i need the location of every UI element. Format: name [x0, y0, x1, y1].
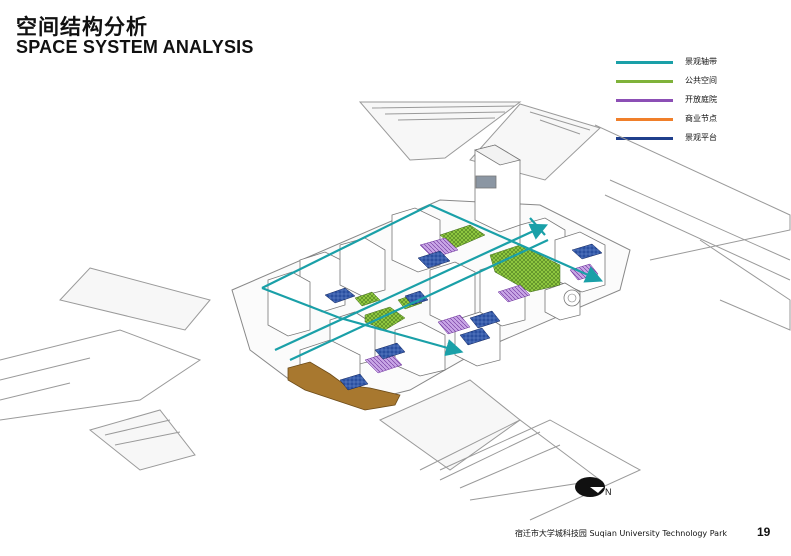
legend-label-landscape-axis: 景观轴带 — [685, 57, 717, 66]
legend: 景观轴带 公共空间 开放庭院 商业节点 景观平台 — [616, 56, 756, 151]
legend-item-open-courtyard: 开放庭院 — [616, 94, 756, 113]
page-number: 19 — [757, 525, 771, 539]
legend-item-commercial-node: 商业节点 — [616, 113, 756, 132]
legend-swatch-open-courtyard — [616, 99, 673, 102]
landscape-axes — [261, 203, 604, 361]
legend-swatch-landscape-platform — [616, 137, 673, 140]
circular-plaza-inner — [567, 293, 577, 303]
legend-label-commercial-node: 商业节点 — [685, 114, 717, 123]
commercial-podium — [287, 361, 401, 411]
legend-item-public-space: 公共空间 — [616, 75, 756, 94]
north-arrow-icon — [575, 477, 605, 497]
legend-label-landscape-platform: 景观平台 — [685, 133, 717, 142]
legend-swatch-commercial-node — [616, 118, 673, 121]
footer-caption: 宿迁市大学城科技园 Suqian University Technology P… — [514, 529, 727, 538]
legend-swatch-public-space — [616, 80, 673, 83]
north-label: N — [605, 487, 612, 497]
legend-label-open-courtyard: 开放庭院 — [685, 95, 717, 104]
legend-label-public-space: 公共空间 — [685, 76, 717, 85]
legend-item-landscape-axis: 景观轴带 — [616, 56, 756, 75]
legend-swatch-landscape-axis — [616, 61, 673, 64]
legend-item-landscape-platform: 景观平台 — [616, 132, 756, 151]
circular-plaza — [563, 289, 581, 307]
page-title-en: SPACE SYSTEM ANALYSIS — [16, 37, 254, 57]
road-network — [0, 101, 791, 521]
landscape-platform-areas — [324, 243, 603, 391]
page-title-cn: 空间结构分析 — [16, 15, 148, 39]
